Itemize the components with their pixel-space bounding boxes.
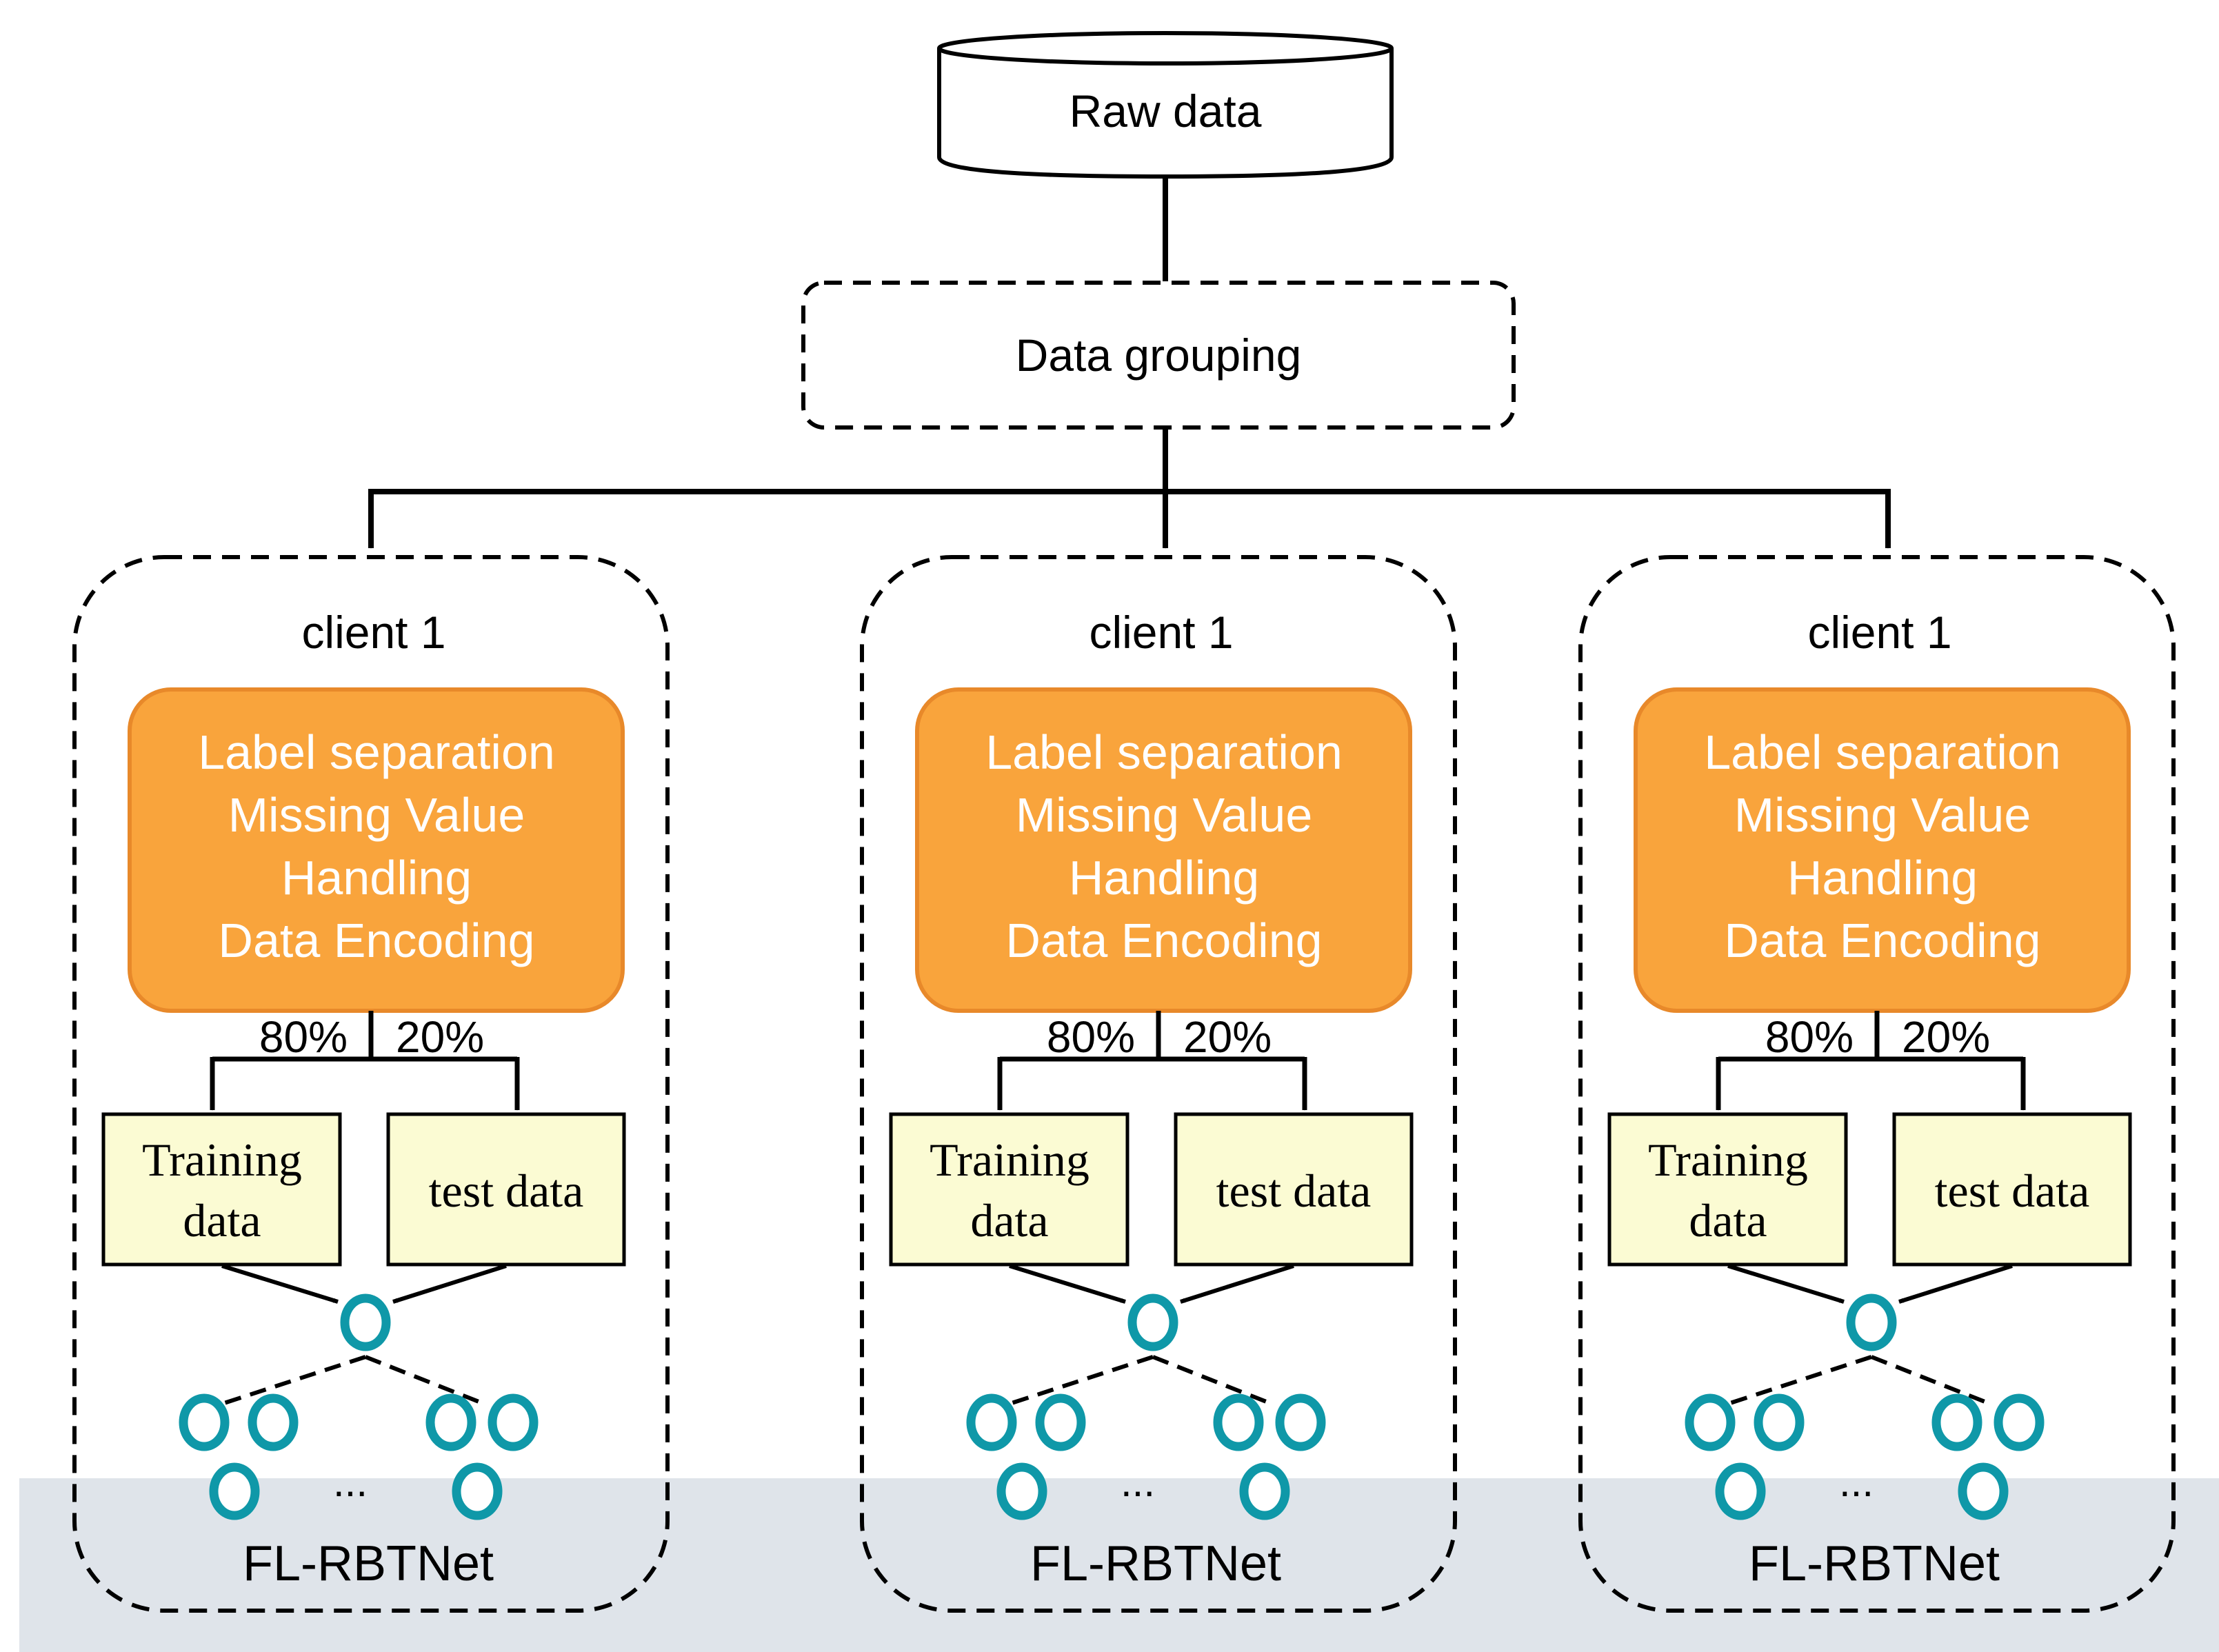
- training-data-label-line2: data: [1689, 1194, 1767, 1247]
- training-data-label-line1: Training: [930, 1134, 1090, 1186]
- preprocessing-box: [128, 687, 625, 1013]
- preprocessing-handling: Handling: [1069, 851, 1259, 905]
- split-connectors: [997, 1011, 1307, 1111]
- training-data-box: [101, 1112, 342, 1267]
- leaf-node: [1685, 1393, 1736, 1451]
- fl-rbtnet-tree: ...: [179, 1264, 539, 1520]
- root-node: [340, 1293, 391, 1351]
- data-grouping-label: Data grouping: [1016, 330, 1302, 381]
- train-split-percent: 80%: [259, 1012, 348, 1062]
- tree-ellipsis: ...: [1121, 1459, 1155, 1505]
- model-label: FL-RBTNet: [243, 1536, 494, 1591]
- preprocessing-label-separation: Label separation: [985, 725, 1343, 779]
- leaf-node: [1715, 1462, 1766, 1520]
- leaf-node: [488, 1393, 539, 1451]
- preprocessing-label-separation: Label separation: [198, 725, 555, 779]
- training-data-label-line2: data: [970, 1194, 1048, 1247]
- leaf-node: [248, 1393, 299, 1451]
- preprocessing-handling: Handling: [1787, 851, 1978, 905]
- fl-rbtnet-tree: ...: [966, 1264, 1326, 1520]
- client-title: client 1: [1089, 607, 1233, 658]
- training-data-label-line1: Training: [142, 1134, 302, 1186]
- model-label: FL-RBTNet: [1749, 1536, 2000, 1591]
- fl-rbtnet-tree: ...: [1685, 1264, 2045, 1520]
- test-data-box: [1174, 1112, 1414, 1267]
- preprocessing-missing-value: Missing Value: [228, 788, 525, 842]
- preprocessing-missing-value: Missing Value: [1016, 788, 1313, 842]
- leaf-node: [1213, 1393, 1264, 1451]
- preprocessing-missing-value: Missing Value: [1734, 788, 2031, 842]
- leaf-node: [209, 1462, 260, 1520]
- leaf-node: [1275, 1393, 1326, 1451]
- preprocessing-data-encoding: Data Encoding: [1005, 914, 1322, 967]
- training-data-box: [889, 1112, 1129, 1267]
- split-connectors: [210, 1011, 520, 1111]
- preprocessing-box: [1634, 687, 2131, 1013]
- model-label: FL-RBTNet: [1030, 1536, 1281, 1591]
- leaf-node: [1958, 1462, 2009, 1520]
- leaf-node: [966, 1393, 1017, 1451]
- client-container: [72, 555, 670, 1613]
- bottom-band: [19, 1478, 2219, 1652]
- client-container: [860, 555, 1457, 1613]
- raw-data-label: Raw data: [1070, 85, 1262, 137]
- preprocessing-data-encoding: Data Encoding: [218, 914, 534, 967]
- tree-ellipsis: ...: [1839, 1459, 1874, 1505]
- leaf-node: [452, 1462, 503, 1520]
- data-grouping-box: Data grouping: [801, 281, 1516, 430]
- training-data-label-line2: data: [183, 1194, 261, 1247]
- preprocessing-handling: Handling: [281, 851, 472, 905]
- preprocessing-data-encoding: Data Encoding: [1724, 914, 2040, 967]
- client-container: [1578, 555, 2176, 1613]
- preprocessing-box: [915, 687, 1412, 1013]
- train-split-percent: 80%: [1047, 1012, 1135, 1062]
- client-title: client 1: [1807, 607, 1951, 658]
- test-data-box: [386, 1112, 626, 1267]
- leaf-node: [179, 1393, 230, 1451]
- test-split-percent: 20%: [1902, 1012, 1990, 1062]
- test-split-percent: 20%: [1183, 1012, 1272, 1062]
- leaf-node: [1994, 1393, 2045, 1451]
- leaf-node: [425, 1393, 476, 1451]
- leaf-node: [1931, 1393, 1982, 1451]
- test-data-label: test data: [1216, 1165, 1372, 1217]
- preprocessing-label-separation: Label separation: [1704, 725, 2061, 779]
- leaf-node: [996, 1462, 1047, 1520]
- training-data-box: [1607, 1112, 1848, 1267]
- leaf-node: [1754, 1393, 1805, 1451]
- test-data-label: test data: [1935, 1165, 2090, 1217]
- distribution-connectors: [368, 427, 1891, 549]
- split-connectors: [1716, 1011, 2026, 1111]
- train-split-percent: 80%: [1765, 1012, 1854, 1062]
- root-node: [1127, 1293, 1178, 1351]
- leaf-node: [1035, 1393, 1086, 1451]
- leaf-node: [1239, 1462, 1290, 1520]
- client-title: client 1: [301, 607, 445, 658]
- test-data-label: test data: [429, 1165, 584, 1217]
- test-data-box: [1892, 1112, 2132, 1267]
- raw-data-cylinder: Raw data: [937, 31, 1394, 179]
- training-data-label-line1: Training: [1648, 1134, 1808, 1186]
- root-node: [1846, 1293, 1897, 1351]
- test-split-percent: 20%: [396, 1012, 484, 1062]
- tree-ellipsis: ...: [333, 1459, 368, 1505]
